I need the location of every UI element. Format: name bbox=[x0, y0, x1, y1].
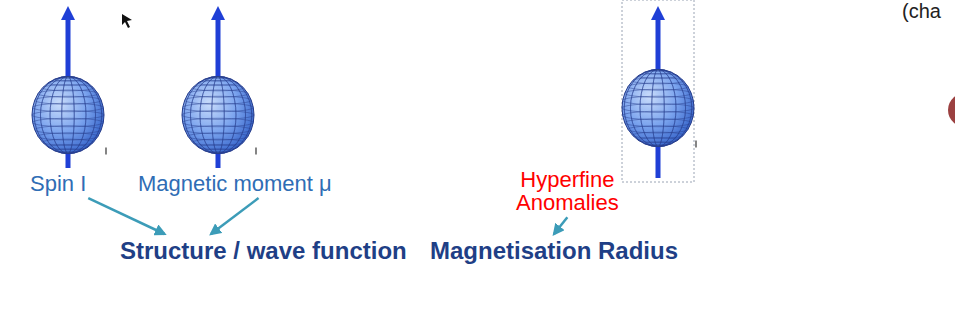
meridian bbox=[190, 76, 245, 153]
node-text: Spin I bbox=[30, 172, 86, 195]
result-label: Magnetisation Radius bbox=[428, 238, 680, 263]
nucleus-sphere bbox=[32, 6, 106, 168]
meridian bbox=[640, 69, 676, 146]
node-text: Hyperfine Anomalies bbox=[516, 168, 619, 214]
spin-arrowhead bbox=[651, 6, 665, 20]
meridian bbox=[624, 69, 692, 146]
node-text: Magnetisation Radius bbox=[430, 238, 678, 263]
result-label: Structure / wave function bbox=[118, 238, 409, 263]
nucleus-sphere bbox=[182, 6, 256, 168]
connector-arrow bbox=[88, 198, 164, 234]
meridian bbox=[190, 76, 245, 153]
meridian bbox=[62, 76, 75, 153]
tick-mark bbox=[255, 148, 256, 155]
node-text: Structure / wave function bbox=[120, 238, 407, 263]
meridian bbox=[200, 76, 236, 153]
cropped-heading: (cha bbox=[902, 0, 941, 23]
connector-arrow bbox=[554, 217, 567, 234]
meridian bbox=[652, 69, 665, 146]
sphere-body bbox=[32, 76, 104, 153]
meridian bbox=[34, 76, 102, 153]
meridian bbox=[652, 69, 665, 146]
nucleus-spheres bbox=[32, 6, 696, 178]
tick-mark bbox=[105, 148, 106, 155]
pointer-cursor bbox=[122, 14, 132, 28]
property-label: Magnetic moment μ bbox=[136, 172, 334, 195]
meridian bbox=[62, 76, 75, 153]
spin-arrowhead bbox=[61, 6, 75, 20]
meridian bbox=[630, 69, 685, 146]
connector-arrow bbox=[211, 198, 259, 234]
meridian bbox=[184, 76, 252, 153]
meridian bbox=[50, 76, 86, 153]
parallel bbox=[61, 152, 75, 154]
spin-arrowhead bbox=[211, 6, 225, 20]
parallel bbox=[211, 152, 225, 154]
meridian bbox=[200, 76, 236, 153]
dotted-frame bbox=[622, 0, 694, 182]
node-text: Magnetic moment μ bbox=[138, 172, 332, 195]
meridian bbox=[212, 76, 225, 153]
anomaly-label: Hyperfine Anomalies bbox=[514, 168, 621, 214]
meridian bbox=[212, 76, 225, 153]
meridian bbox=[640, 69, 676, 146]
meridian bbox=[40, 76, 95, 153]
meridian bbox=[184, 76, 252, 153]
sphere-body bbox=[182, 76, 254, 153]
tick-mark bbox=[695, 141, 696, 148]
meridian bbox=[50, 76, 86, 153]
meridian bbox=[40, 76, 95, 153]
parallel bbox=[651, 145, 665, 147]
nucleus-sphere bbox=[622, 6, 696, 178]
meridian bbox=[624, 69, 692, 146]
sphere-body bbox=[622, 69, 694, 146]
cropped-shape bbox=[948, 92, 955, 128]
meridian bbox=[34, 76, 102, 153]
meridian bbox=[630, 69, 685, 146]
property-label: Spin I bbox=[28, 172, 88, 195]
